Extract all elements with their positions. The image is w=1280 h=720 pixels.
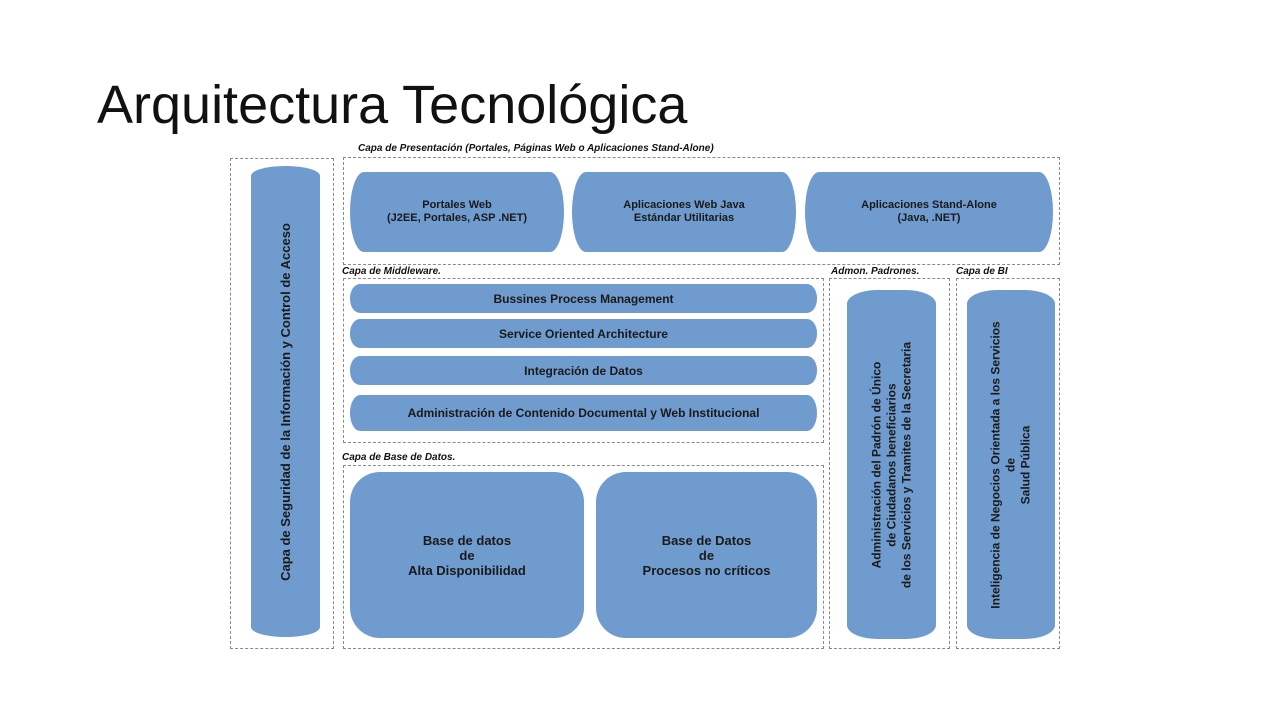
bi-layer-label: Capa de BI — [956, 266, 1008, 277]
slide-title: Arquitectura Tecnológica — [97, 75, 688, 135]
middleware-item-soa: Service Oriented Architecture — [350, 319, 817, 348]
presentation-item-portales: Portales Web (J2EE, Portales, ASP .NET) — [350, 172, 564, 252]
presentation-layer-frame — [343, 157, 1060, 265]
bi-text: Inteligencia de Negocios Orientada a los… — [988, 320, 1033, 609]
database-item-alta: Base de datos de Alta Disponibilidad — [350, 472, 584, 638]
presentation-item-standalone: Aplicaciones Stand-Alone (Java, .NET) — [805, 172, 1053, 252]
middleware-layer-label: Capa de Middleware. — [342, 266, 441, 277]
database-layer-frame — [343, 465, 824, 649]
padrones-box: Administración del Padrón de Único de Ci… — [847, 290, 936, 639]
padrones-text: Administración del Padrón de Único de Ci… — [869, 341, 913, 588]
security-layer-frame — [230, 158, 334, 649]
bi-box: Inteligencia de Negocios Orientada a los… — [967, 290, 1055, 639]
security-layer-box: Capa de Seguridad de la Información y Co… — [251, 166, 320, 637]
presentation-layer-label: Capa de Presentación (Portales, Páginas … — [358, 143, 714, 154]
middleware-item-integracion: Integración de Datos — [350, 356, 817, 385]
presentation-item-web-java: Aplicaciones Web Java Estándar Utilitari… — [572, 172, 796, 252]
database-layer-label: Capa de Base de Datos. — [342, 452, 456, 463]
padrones-layer-label: Admon. Padrones. — [831, 266, 920, 277]
security-layer-text: Capa de Seguridad de la Información y Co… — [277, 222, 293, 581]
middleware-layer-frame — [343, 278, 824, 443]
database-item-procesos: Base de Datos de Procesos no críticos — [596, 472, 817, 638]
padrones-layer-frame — [829, 278, 950, 649]
middleware-item-bpm: Bussines Process Management — [350, 284, 817, 313]
bi-layer-frame — [956, 278, 1060, 649]
middleware-item-contenido: Administración de Contenido Documental y… — [350, 395, 817, 431]
